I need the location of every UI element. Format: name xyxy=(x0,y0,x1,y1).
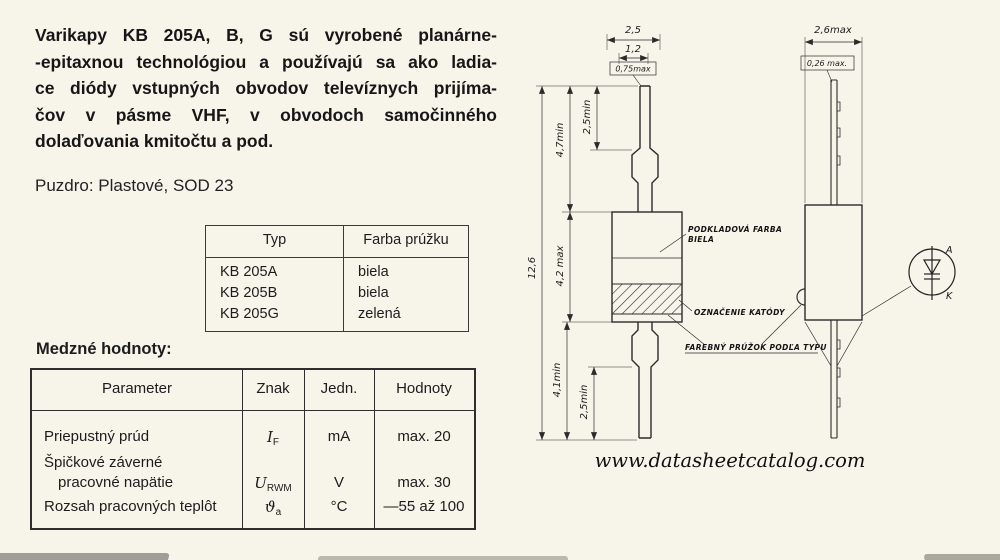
dim-lead-top: 4,7min xyxy=(555,123,566,158)
symbol-triangle xyxy=(922,259,942,276)
side-lead-crimps-top xyxy=(837,101,841,166)
table-cell-typ: KB 205G xyxy=(220,306,279,322)
table-cell-typ: KB 205B xyxy=(220,285,278,301)
leader-cathode xyxy=(678,299,693,312)
table-header-divider xyxy=(32,410,474,411)
label-base-color-line1: PODKLADOVÁ FARBA xyxy=(688,225,782,234)
table-cell-farba: biela xyxy=(358,264,389,280)
value-cell: max. 20 xyxy=(397,428,451,445)
type-table-header-typ: Typ xyxy=(262,232,287,248)
anode-label: A xyxy=(945,245,953,256)
table-column-divider xyxy=(374,370,375,528)
symbol-cell: URWM xyxy=(242,474,304,494)
table-cell-typ: KB 205A xyxy=(220,264,278,280)
symbol-letter: ϑ xyxy=(264,498,276,516)
parameter-cell: Priepustný prúd xyxy=(44,428,150,445)
type-table: Typ Farba prúžku KB 205A biela KB 205B b… xyxy=(205,225,469,332)
package-line: Puzdro: Plastové, SOD 23 xyxy=(35,176,234,195)
dim-width-outer: 2,5 xyxy=(625,25,641,36)
side-top-lead xyxy=(830,79,838,205)
table-header-divider xyxy=(206,257,468,258)
side-view xyxy=(796,79,863,439)
parameter-cell: Špičkové záverné xyxy=(44,454,163,471)
package-drawing: 12,6 4,7min 2,5min 4,2 max 4,1min 2,5min… xyxy=(527,25,956,441)
symbol-subscript: a xyxy=(275,507,282,518)
table-column-divider xyxy=(242,370,243,528)
type-table-header-farba: Farba prúžku xyxy=(363,232,449,248)
intro-line: ce diódy vstupných obvodov televíznych p… xyxy=(35,78,497,98)
varicap-symbol-icon xyxy=(908,246,956,300)
unit-cell: V xyxy=(333,474,344,491)
value-cell: max. 30 xyxy=(397,474,451,491)
table-column-divider xyxy=(343,226,344,331)
intro-line: -epitaxnou technológiou a používajú sa a… xyxy=(35,51,497,72)
table-cell-farba: biela xyxy=(358,285,389,301)
leader-base-color xyxy=(659,233,687,253)
dim-lead-bottom: 4,1min xyxy=(552,363,563,398)
symbol-subscript: F xyxy=(272,437,280,448)
unit-cell: mA xyxy=(327,428,351,445)
front-view xyxy=(611,85,683,439)
side-body xyxy=(804,204,863,321)
dim-width-mid: 1,2 xyxy=(625,44,641,55)
dim-box-lead-thickness xyxy=(800,55,855,71)
table-cell-farba: zelená xyxy=(358,306,401,322)
scan-edge-artifact xyxy=(0,553,171,560)
watermark-url: www.datasheetcatalog.com xyxy=(594,449,866,472)
label-base-color-line2: BIELA xyxy=(688,235,714,244)
leader-band-side-right xyxy=(836,321,863,367)
leader-band-to-side xyxy=(761,304,802,345)
limits-table: Parameter Znak Jedn. Hodnoty Priepustný … xyxy=(30,368,476,530)
dim-lead-top-thin: 2,5min xyxy=(582,100,593,135)
parameter-cell: Rozsah pracovných teplôt xyxy=(44,498,217,515)
value-cell: —55 až 100 xyxy=(383,498,465,515)
limits-header-jedn: Jedn. xyxy=(320,380,358,397)
limits-title: Medzné hodnoty: xyxy=(36,340,172,358)
scan-edge-artifact xyxy=(318,556,568,560)
intro-line: čov v pásme VHF, v obvodoch samočinného xyxy=(35,104,497,125)
leader-band-side-left xyxy=(804,321,832,367)
front-bottom-lead xyxy=(631,322,659,439)
parameter-cell: pracovné napätie xyxy=(58,474,174,491)
table-column-divider xyxy=(304,370,305,528)
dim-side-width: 2,6max xyxy=(814,25,852,36)
unit-cell: °C xyxy=(330,498,348,515)
symbol-cell: ϑa xyxy=(242,498,304,518)
limits-header-hodnoty: Hodnoty xyxy=(396,380,452,397)
leader-band xyxy=(667,314,706,346)
cathode-band-hatch xyxy=(611,283,683,315)
limits-header-parameter: Parameter xyxy=(101,380,173,397)
front-body xyxy=(611,211,683,323)
scan-edge-artifact xyxy=(923,554,1000,560)
dim-lead-bottom-thin: 2,5min xyxy=(579,385,590,420)
intro-line: dolaďovania kmitočtu a pod. xyxy=(35,131,274,151)
symbol-letter: U xyxy=(254,474,267,492)
symbol-subscript: RWM xyxy=(266,483,292,494)
label-color-band: FAREBNÝ PRÚŽOK PODĽA TYPU xyxy=(685,343,827,352)
limits-header-znak: Znak xyxy=(256,380,290,397)
front-dimensions xyxy=(536,34,818,441)
leader-symbol xyxy=(861,285,912,317)
side-lead-crimps-bottom xyxy=(837,339,841,408)
dim-lead-thickness: 0,26 max. xyxy=(807,59,847,68)
front-top-lead xyxy=(631,85,659,212)
side-bottom-lead xyxy=(830,320,838,439)
dim-width-inner: 0,75max xyxy=(615,65,651,74)
dim-overall-length: 12,6 xyxy=(527,257,538,279)
label-cathode-marking: OZNAČENIE KATÓDY xyxy=(694,308,786,317)
cathode-label: K xyxy=(946,291,953,302)
symbol-letter: I xyxy=(266,428,273,446)
side-dimensions xyxy=(800,37,912,367)
dim-body-length: 4,2 max xyxy=(555,245,566,286)
side-bump xyxy=(796,288,806,306)
symbol-cell: IF xyxy=(242,428,304,448)
intro-line: Varikapy KB 205A, B, G sú vyrobené planá… xyxy=(35,25,497,45)
intro-paragraph: Varikapy KB 205A, B, G sú vyrobené planá… xyxy=(35,22,497,155)
